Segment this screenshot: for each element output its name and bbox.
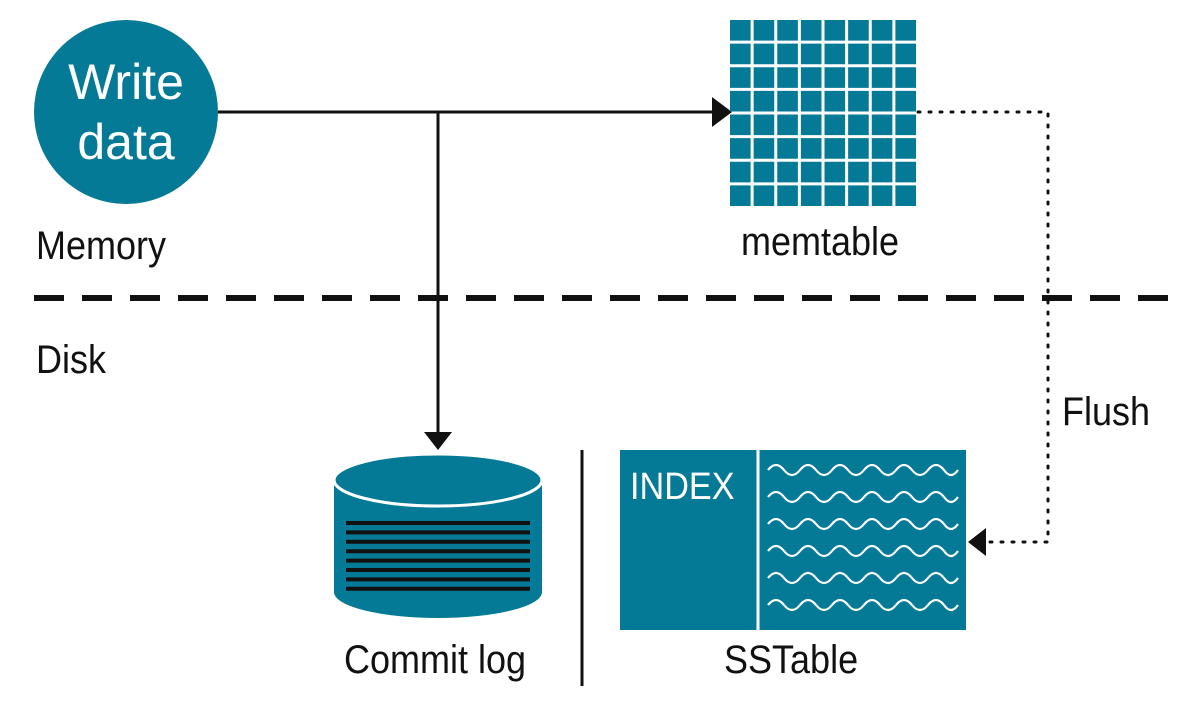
memtable-cell xyxy=(800,161,822,183)
memtable-cell xyxy=(777,43,798,65)
memtable-cell xyxy=(824,161,846,183)
sstable-index-label: INDEX xyxy=(630,466,735,508)
memtable-cell xyxy=(895,43,916,65)
memtable-cell xyxy=(895,20,916,41)
memtable-cell xyxy=(848,114,869,136)
memtable-cell xyxy=(777,90,798,112)
memtable-grid xyxy=(730,20,916,206)
memtable-cell xyxy=(800,114,822,136)
memtable-cell xyxy=(848,67,869,88)
memtable-cell xyxy=(824,90,846,112)
memtable-cell xyxy=(871,67,893,88)
memtable-cell xyxy=(777,67,798,88)
memtable-cell xyxy=(730,185,751,206)
sstable-block xyxy=(620,450,966,630)
disk-region-label: Disk xyxy=(36,338,107,382)
memtable-cell xyxy=(730,161,751,183)
memtable-cell xyxy=(777,114,798,136)
memtable-cell xyxy=(777,161,798,183)
memtable-cell xyxy=(730,20,751,41)
memtable-cell xyxy=(730,114,751,136)
memtable-cell xyxy=(777,20,798,41)
memtable-label: memtable xyxy=(741,220,900,264)
memtable-cell xyxy=(753,43,775,65)
commit-log-entries xyxy=(346,521,530,591)
sstable-wave-line xyxy=(767,463,959,477)
memtable-cell xyxy=(848,138,869,159)
flush-label: Flush xyxy=(1062,390,1151,434)
commit-log-label: Commit log xyxy=(344,638,527,682)
memtable-cell xyxy=(824,138,846,159)
memtable-cell xyxy=(800,20,822,41)
sstable-wave-line xyxy=(767,598,959,612)
memtable-cell xyxy=(848,185,869,206)
memtable-cell xyxy=(848,20,869,41)
sstable-wave-line xyxy=(767,571,959,585)
memtable-cell xyxy=(800,67,822,88)
memtable-cell xyxy=(753,114,775,136)
memtable-cell xyxy=(777,185,798,206)
memtable-cell xyxy=(871,20,893,41)
sstable-label: SSTable xyxy=(724,638,859,682)
memtable-cell xyxy=(895,67,916,88)
memtable-cell xyxy=(871,138,893,159)
memtable-cell xyxy=(730,67,751,88)
memtable-cell xyxy=(800,185,822,206)
sstable-wave-line xyxy=(767,517,959,531)
memtable-cell xyxy=(753,90,775,112)
memtable-cell xyxy=(777,138,798,159)
memtable-cell xyxy=(824,185,846,206)
memtable-cell xyxy=(824,114,846,136)
memtable-cell xyxy=(753,185,775,206)
sstable-wave-line xyxy=(767,490,959,504)
commit-log-cylinder xyxy=(332,452,544,618)
memtable-cell xyxy=(895,138,916,159)
memtable-cell xyxy=(730,90,751,112)
memtable-cell xyxy=(800,43,822,65)
memtable-cell xyxy=(871,185,893,206)
sstable-wave-line xyxy=(767,544,959,558)
memtable-cell xyxy=(871,161,893,183)
memtable-cell xyxy=(730,43,751,65)
write-data-label: Write data xyxy=(34,52,218,172)
commit-log-arrowhead xyxy=(424,432,452,450)
memtable-cell xyxy=(871,43,893,65)
memtable-cell xyxy=(753,161,775,183)
memory-region-label: Memory xyxy=(36,224,167,268)
memtable-cell xyxy=(824,20,846,41)
flush-path xyxy=(916,110,1050,544)
memtable-cell xyxy=(800,138,822,159)
write-data-line1: Write xyxy=(68,54,184,110)
memtable-cell xyxy=(871,90,893,112)
memtable-cell xyxy=(800,90,822,112)
memtable-cell xyxy=(824,43,846,65)
memtable-cell xyxy=(730,138,751,159)
write-data-node xyxy=(34,20,218,204)
memtable-cell xyxy=(871,114,893,136)
memtable-cell xyxy=(895,185,916,206)
memtable-cell xyxy=(848,43,869,65)
memtable-cell xyxy=(753,138,775,159)
memtable-cell xyxy=(848,90,869,112)
flush-arrowhead xyxy=(968,528,986,556)
memtable-cell xyxy=(895,90,916,112)
sstable-data-waves xyxy=(767,463,959,612)
memtable-cell xyxy=(753,20,775,41)
write-data-line2: data xyxy=(77,114,175,170)
memtable-cell xyxy=(824,67,846,88)
memtable-arrowhead xyxy=(712,97,732,127)
memtable-cell xyxy=(753,67,775,88)
memtable-cell xyxy=(895,161,916,183)
memtable-cell xyxy=(848,161,869,183)
memtable-cell xyxy=(895,114,916,136)
